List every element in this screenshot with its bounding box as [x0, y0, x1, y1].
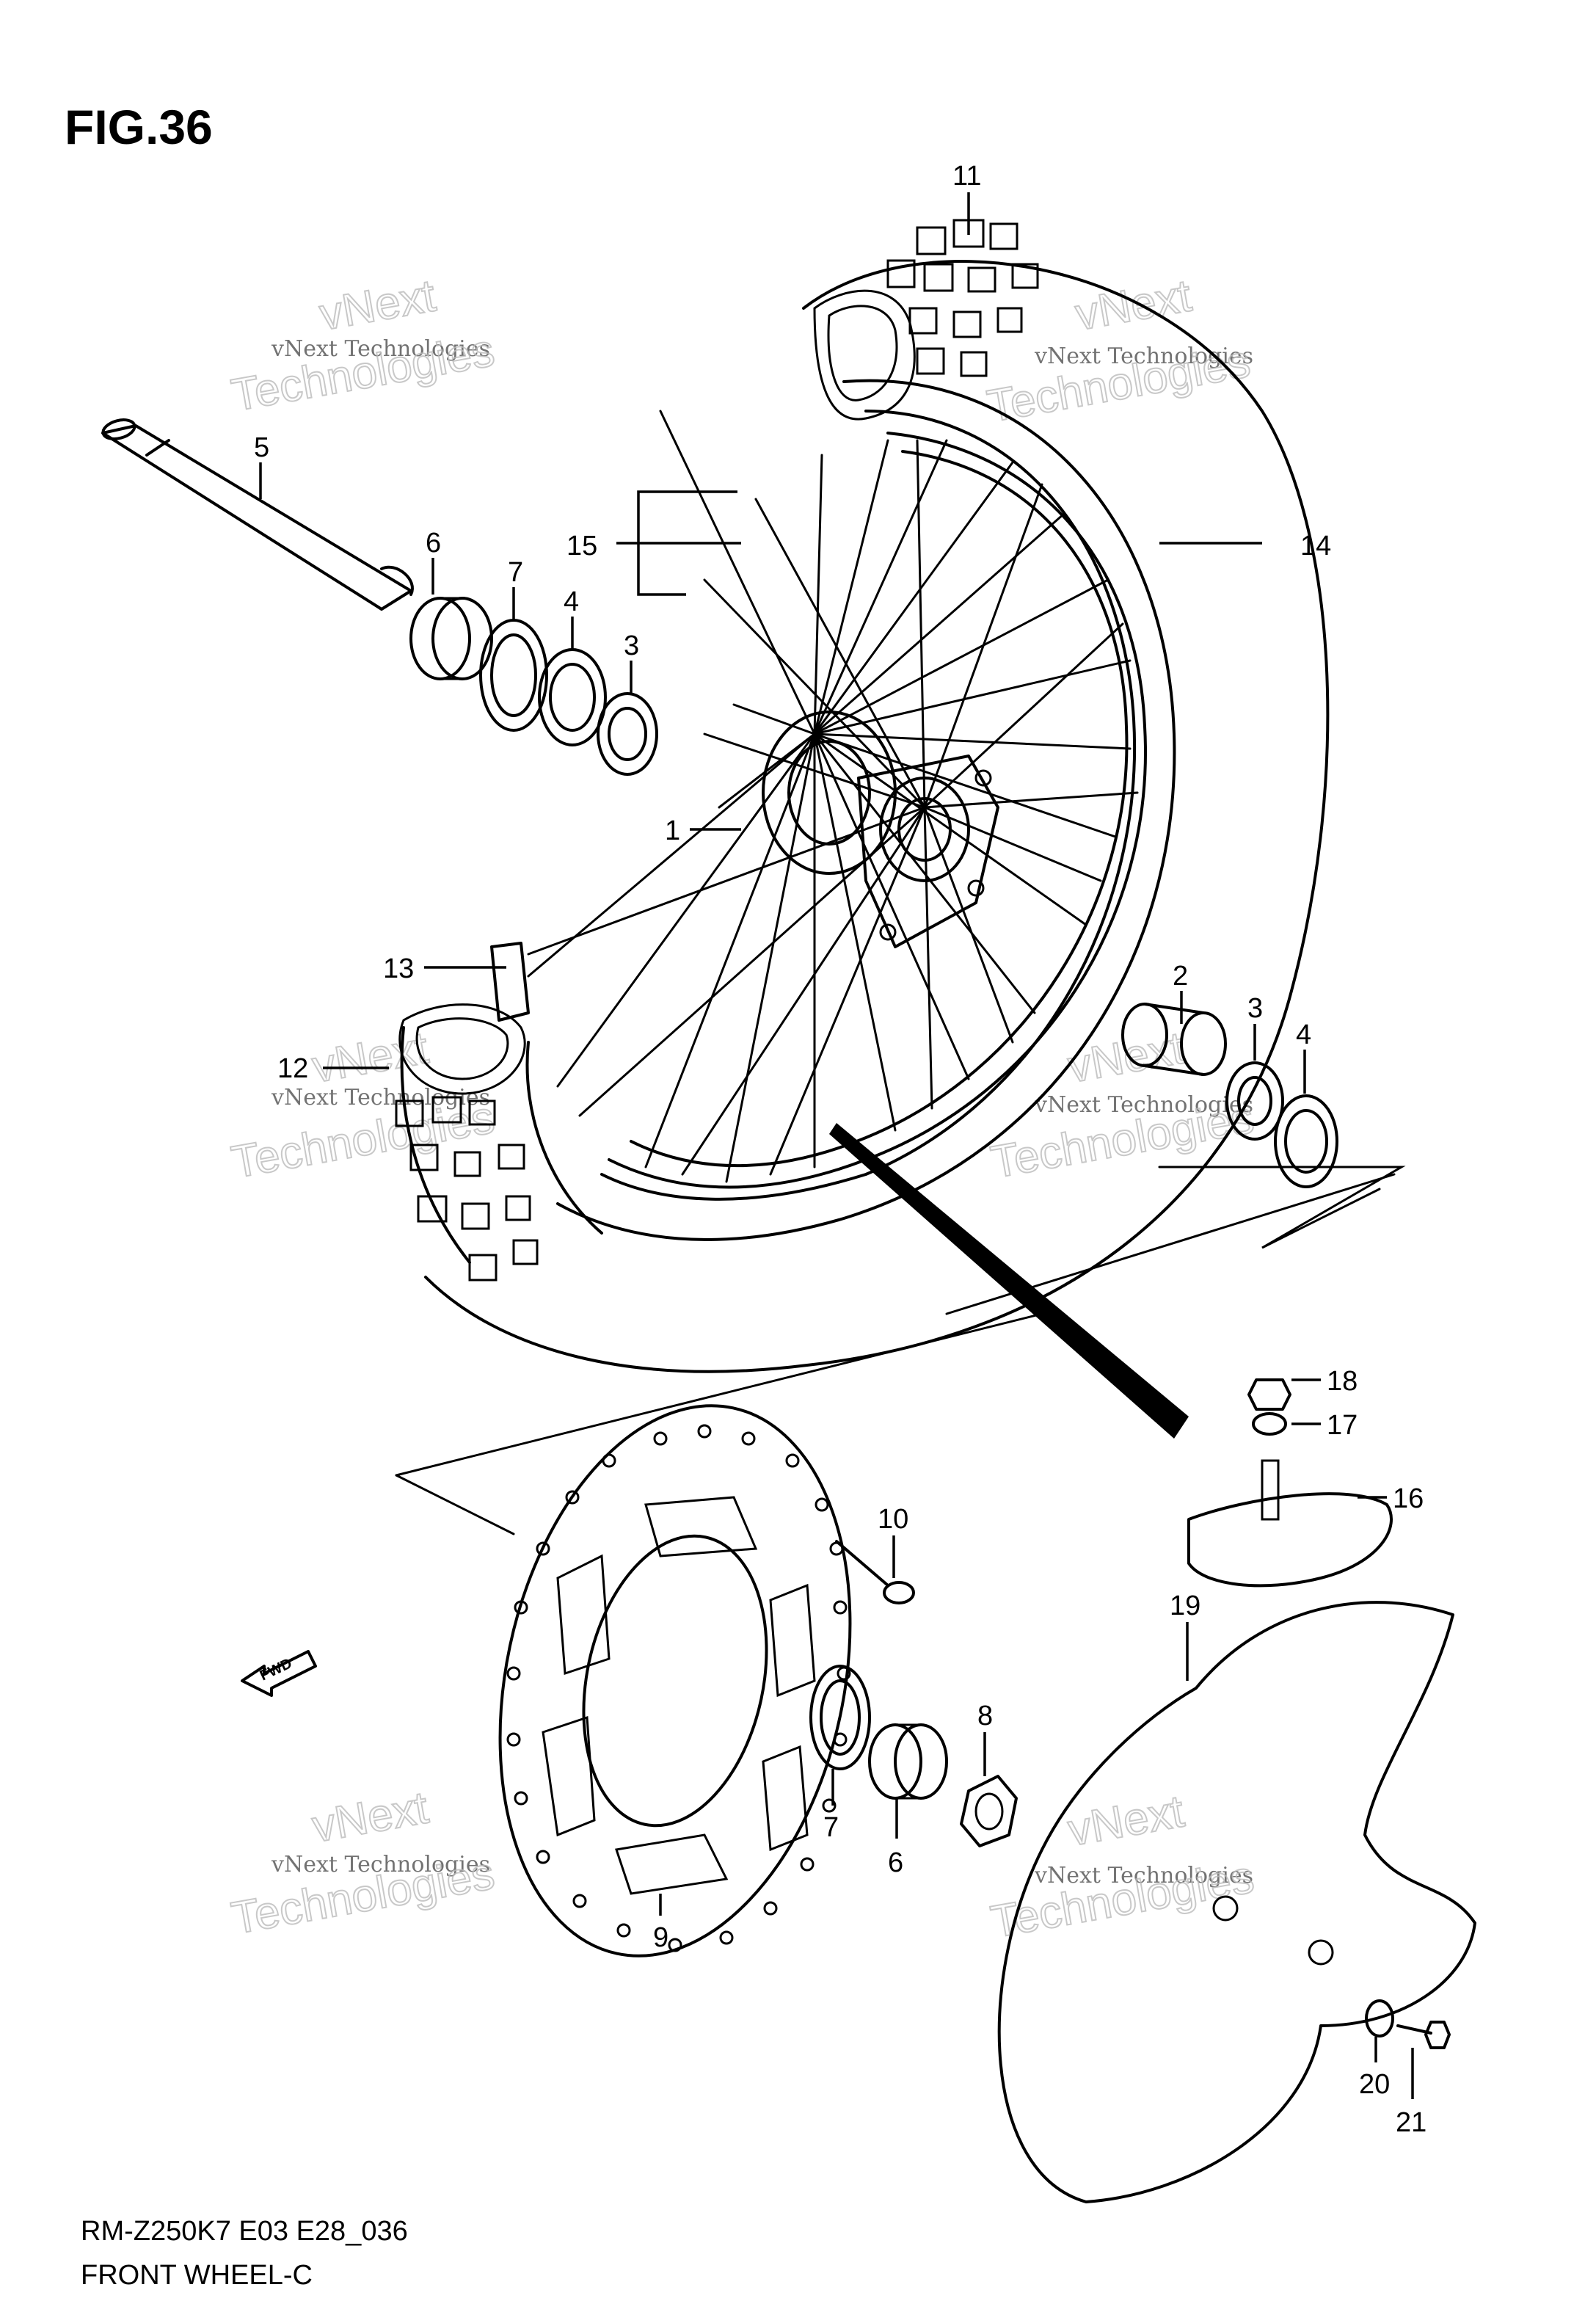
rim	[608, 432, 1147, 1189]
watermark-line1: vNext	[1064, 1786, 1187, 1855]
callout-6-upper: 6	[426, 528, 441, 559]
callout-3-upper: 3	[624, 630, 639, 661]
callout-11: 11	[952, 161, 981, 192]
watermark-bottom-right: vNext vNext Technologies Technologies	[986, 1785, 1258, 1948]
dust-seal-upper	[479, 619, 548, 732]
callout-19: 19	[1170, 1591, 1200, 1621]
exploded-pointer-arrow	[829, 1123, 1189, 1439]
callout-3-lower: 3	[1247, 993, 1263, 1024]
bearing-upper	[597, 692, 658, 776]
watermark-line2: vNext Technologies	[1034, 1863, 1253, 1889]
axle-nut	[960, 1775, 1018, 1847]
callout-15: 15	[566, 531, 597, 561]
spokes	[527, 410, 1139, 1183]
callout-5: 5	[254, 432, 269, 463]
callout-18: 18	[1327, 1366, 1358, 1397]
callout-14: 14	[1300, 531, 1331, 561]
model-code: RM-Z250K7 E03 E28_036	[81, 2216, 408, 2247]
hub	[762, 710, 999, 948]
callout-16: 16	[1393, 1483, 1424, 1514]
callout-labels: 11 14 15 5 6 7 4 3 1 13 12 2 3 4 18 17 1…	[254, 161, 1426, 2138]
bolt-21	[1396, 2021, 1451, 2049]
callout-17: 17	[1327, 1410, 1358, 1441]
tread-knobs	[395, 219, 1039, 1282]
watermark-mid-left: vNext vNext Technologies Technologies	[227, 1022, 498, 1188]
watermark-line2: vNext Technologies	[271, 1852, 490, 1877]
washer-20	[1365, 1999, 1394, 2037]
oil-seal-upper	[538, 648, 607, 746]
callout-9: 9	[653, 1922, 668, 1953]
bearing-lower	[1225, 1061, 1284, 1141]
figure-title: FIG.36	[65, 100, 213, 154]
collar-lower	[868, 1723, 948, 1800]
brake-disc	[498, 1404, 852, 1957]
callout-20: 20	[1359, 2069, 1390, 2100]
rim-lock	[1187, 1378, 1393, 1588]
leader-lines	[259, 192, 1414, 2099]
callout-2: 2	[1173, 961, 1188, 992]
callout-7-upper: 7	[508, 557, 523, 588]
callout-21: 21	[1396, 2107, 1426, 2138]
watermark-group: vNext vNext Technologies Technologies vN…	[227, 269, 1258, 1948]
callout-10: 10	[878, 1504, 908, 1535]
fwd-direction-arrow: FWD	[241, 1650, 317, 1697]
oil-seal-lower	[1274, 1094, 1338, 1188]
watermark-line1: vNext	[308, 1022, 431, 1092]
watermark-line2: vNext Technologies	[271, 336, 490, 362]
callout-7-lower: 7	[823, 1812, 839, 1843]
watermark-bottom-left: vNext vNext Technologies Technologies	[227, 1781, 498, 1944]
watermark-line1: vNext	[308, 1782, 431, 1852]
callout-4-lower: 4	[1296, 1019, 1311, 1050]
callout-13: 13	[383, 953, 414, 984]
watermark-line2: vNext Technologies	[1034, 1092, 1253, 1118]
brake-disc-holes	[506, 1424, 851, 1952]
rim-band	[490, 942, 530, 1022]
watermark-top-left: vNext vNext Technologies Technologies	[227, 269, 498, 421]
disc-bolt	[835, 1540, 915, 1604]
watermark-line1: vNext	[316, 270, 439, 340]
callout-1: 1	[665, 815, 680, 846]
watermark-line1: vNext	[1071, 270, 1195, 340]
watermark-line1: vNext	[1064, 1022, 1187, 1092]
spacer	[1121, 1003, 1227, 1076]
callout-4-upper: 4	[564, 586, 579, 617]
callout-12: 12	[277, 1053, 308, 1084]
callout-6-lower: 6	[888, 1847, 903, 1878]
watermark-mid-right: vNext vNext Technologies Technologies	[986, 1022, 1258, 1188]
dust-seal-lower	[809, 1665, 871, 1770]
axle	[101, 418, 414, 611]
figure-name: FRONT WHEEL-C	[81, 2260, 313, 2291]
disc-cover	[997, 1601, 1476, 2203]
callout-8: 8	[977, 1701, 993, 1731]
collar-upper	[409, 597, 493, 680]
